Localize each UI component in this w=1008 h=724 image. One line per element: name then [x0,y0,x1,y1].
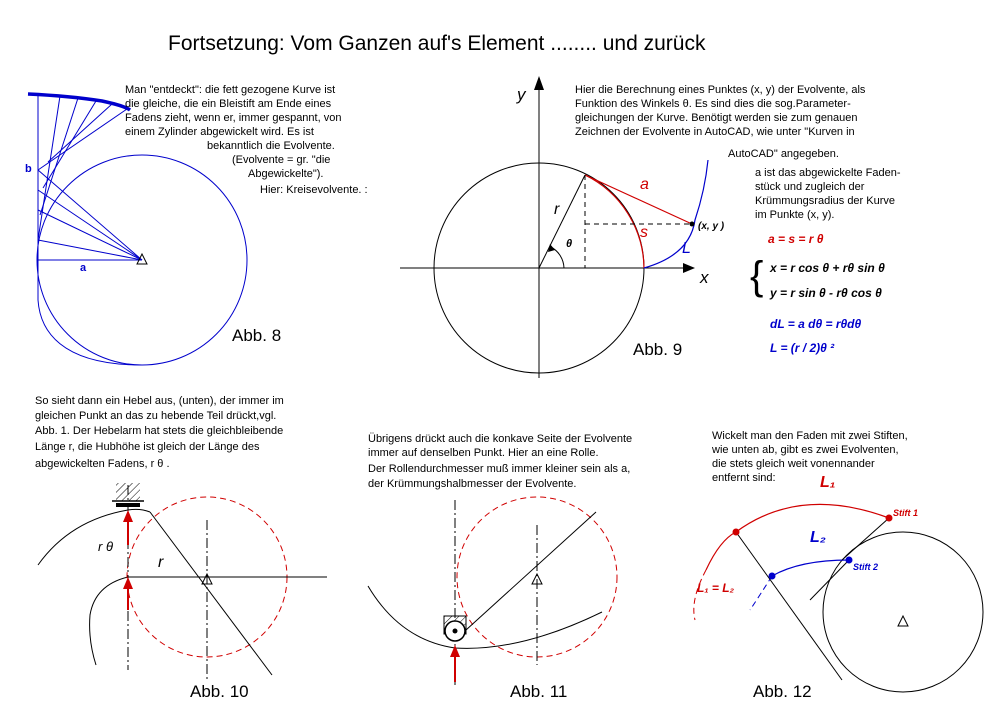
fig9-radius-r [538,174,586,269]
fig9-theta-arrowhead [548,244,555,252]
figure-8 [27,92,248,366]
fig9-axis-x-label: x [700,268,709,287]
fig9-eq-a-s: a = s = r θ [768,232,824,246]
figure-9 [400,76,709,378]
fig11-involute-concave [367,585,603,649]
fig12-thread [735,531,843,681]
fig12-involute-L1-dashed [693,569,707,621]
fig12-involute-L2 [771,559,850,577]
fig12-center-triangle [897,614,909,627]
fig12-label-stift2: Stift 2 [853,562,879,572]
fig12-involute-L1 [705,503,890,571]
fig12-thread-stift1 [841,517,890,561]
fig9-x-arrow [683,263,695,273]
fig12-stift1-start [732,528,740,536]
fig9-label-point: (x, y ) [698,221,725,232]
fig10-center-triangle [201,572,213,585]
fig9-eq-x: x = r cos θ + rθ sin θ [770,261,885,275]
fig12-label-L1: L₁ [820,474,836,491]
figure-10 [37,483,327,680]
figure-11 [367,496,618,685]
fig10-label-r: r [158,554,164,571]
fig8-involute-bold [27,92,132,112]
fig9-label-a: a [640,176,649,193]
fig9-thread-a [584,174,693,225]
figure-12 [693,503,984,693]
fig9-eq-y: y = r sin θ - rθ cos θ [770,286,882,300]
fig9-axis-y-label: y [517,85,526,104]
fig9-label-theta: θ [566,238,573,250]
fig10-involute-lower [89,576,129,666]
page-title: Fortsetzung: Vom Ganzen auf's Element ..… [168,32,706,55]
fig9-label-L: L [682,240,691,257]
fig12-label-L2: L₂ [810,529,826,546]
fig9-y-arrow [534,76,544,90]
fig9-point-xy [689,221,695,227]
fig12-stift2-start [768,572,776,580]
fig12-stift1-point [885,514,893,522]
fig12-label-equality: L₁ = L₂ [697,581,735,595]
fig8-center-triangle [136,252,148,265]
fig12-stift2-point [845,556,853,564]
fig8-label-b: b [25,163,32,175]
fig10-involute-upper [37,508,151,566]
fig10-hatch-block [116,483,140,501]
fig9-eq-dL: dL = a dθ = rθdθ [770,317,862,331]
fig8-thread-lines [37,94,143,261]
fig12-involute-L2-dashed [749,575,773,611]
fig9-involute-L [643,159,709,269]
fig11-lever-arm [454,511,597,641]
fig8-involute-curve-bottom [37,260,143,366]
fig9-arc-s [584,174,645,269]
fig8-label-a: a [80,262,87,274]
fig9-label-r: r [554,201,560,218]
fig10-label-rtheta: r θ [98,539,113,554]
fig10-caption: Abb. 10 [190,682,249,701]
fig11-caption: Abb. 11 [510,682,568,701]
fig12-caption: Abb. 12 [753,682,812,701]
fig8-caption: Abb. 8 [232,326,282,345]
fig11-center-triangle [531,572,543,585]
fig9-caption: Abb. 9 [633,340,683,359]
fig9-brace: { [750,254,764,298]
fig12-label-stift1: Stift 1 [893,508,919,518]
fig10-lever-arm [149,511,273,676]
fig12-thread-stift2 [809,559,850,601]
fig9-label-s: s [640,224,648,241]
fig9-eq-L: L = (r / 2)θ ² [770,341,835,355]
fig12-base-circle [822,531,984,693]
